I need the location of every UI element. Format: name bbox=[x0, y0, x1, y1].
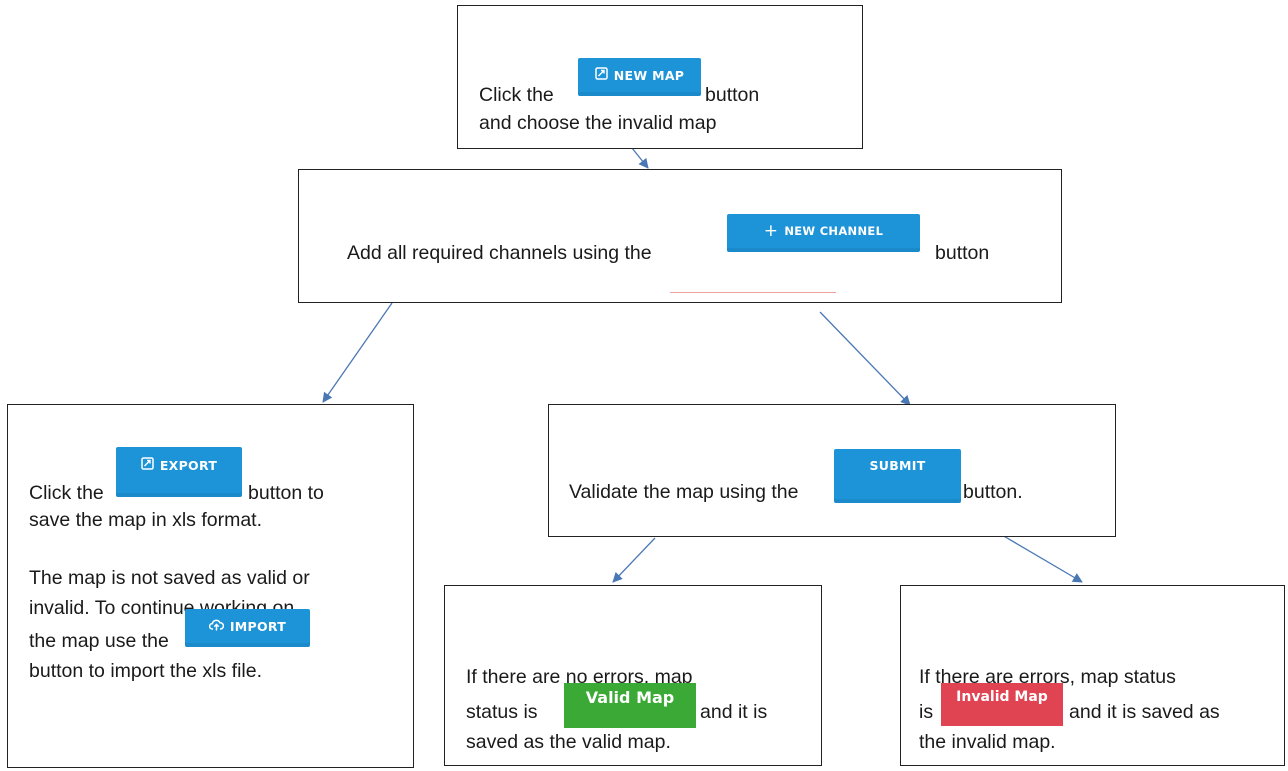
export-button[interactable]: EXPORT bbox=[116, 447, 242, 497]
plus-icon: + bbox=[763, 221, 779, 241]
export-line5-prefix: the map use the bbox=[29, 630, 169, 652]
submit-button[interactable]: SUBMIT bbox=[834, 449, 961, 503]
valid-line3: saved as the valid map. bbox=[466, 731, 671, 753]
import-button[interactable]: IMPORT bbox=[185, 609, 310, 647]
step2-suffix: button bbox=[935, 242, 990, 264]
invalid-line3: the invalid map. bbox=[919, 731, 1056, 753]
step1-line2: and choose the invalid map bbox=[479, 112, 717, 134]
arrow-submit-to-valid bbox=[612, 537, 656, 583]
valid-box: If there are no errors, map status is Va… bbox=[444, 585, 822, 766]
step2-prefix: Add all required channels using the bbox=[347, 242, 652, 264]
invalid-map-badge-label: Invalid Map bbox=[956, 689, 1048, 705]
valid-map-badge-label: Valid Map bbox=[585, 688, 675, 707]
submit-button-label: SUBMIT bbox=[869, 457, 926, 473]
new-map-button-label: NEW MAP bbox=[613, 67, 685, 83]
chart-arrow-icon bbox=[594, 67, 608, 83]
arrow-step2-to-submit bbox=[819, 311, 911, 406]
arrow-submit-to-invalid bbox=[1001, 534, 1083, 583]
invalid-box: If there are errors, map status is Inval… bbox=[900, 585, 1285, 766]
chart-arrow-icon bbox=[141, 457, 154, 473]
arrow-step2-to-export bbox=[322, 302, 393, 403]
import-button-label: IMPORT bbox=[229, 618, 287, 634]
arrow-step1-to-step2 bbox=[631, 147, 649, 169]
valid-map-badge: Valid Map bbox=[564, 683, 696, 728]
export-button-label: EXPORT bbox=[159, 457, 218, 473]
export-line3: The map is not saved as valid or bbox=[29, 567, 310, 589]
valid-line2-prefix: status is bbox=[466, 701, 538, 723]
step1-box: Click the NEW MAP button and choose the … bbox=[457, 5, 863, 149]
new-channel-button[interactable]: + NEW CHANNEL bbox=[727, 214, 920, 252]
step1-suffix: button bbox=[705, 84, 760, 106]
new-map-button[interactable]: NEW MAP bbox=[578, 58, 701, 96]
export-line1-suffix: button to bbox=[248, 482, 324, 504]
step2-box: Add all required channels using the + NE… bbox=[298, 169, 1062, 303]
decorative-line bbox=[670, 292, 836, 293]
cloud-upload-icon bbox=[208, 618, 224, 634]
submit-box: Validate the map using the SUBMIT button… bbox=[548, 404, 1116, 537]
valid-line2-suffix: and it is bbox=[700, 701, 768, 723]
valid-line1: If there are no errors, map bbox=[466, 666, 693, 688]
new-channel-button-label: NEW CHANNEL bbox=[784, 224, 884, 238]
submit-prefix: Validate the map using the bbox=[569, 481, 799, 503]
step1-prefix: Click the bbox=[479, 84, 554, 106]
invalid-line2-suffix: and it is saved as bbox=[1069, 701, 1220, 723]
submit-suffix: button. bbox=[963, 481, 1023, 503]
export-line2: save the map in xls format. bbox=[29, 509, 263, 531]
invalid-map-badge: Invalid Map bbox=[941, 683, 1063, 726]
export-box: Click the EXPORT button to save the map … bbox=[7, 404, 414, 768]
export-line6: button to import the xls file. bbox=[29, 660, 263, 682]
invalid-line2-prefix: is bbox=[919, 701, 934, 723]
export-line1-prefix: Click the bbox=[29, 482, 104, 504]
invalid-line1: If there are errors, map status bbox=[919, 666, 1176, 688]
